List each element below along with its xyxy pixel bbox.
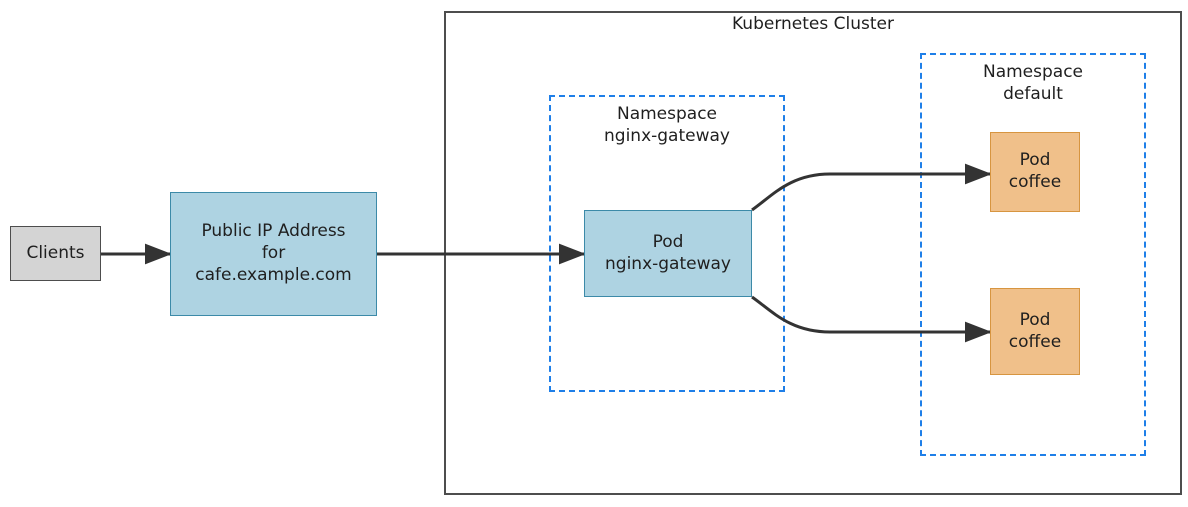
edge-gateway-pod-to-coffee-pod-1 (751, 163, 992, 212)
node-pod-coffee-1: Pod coffee (990, 132, 1080, 212)
node-clients: Clients (10, 226, 101, 281)
namespace-nginx-gateway-label: Namespace nginx-gateway (604, 104, 730, 146)
namespace-default-label: Namespace default (982, 62, 1084, 104)
node-pod-coffee-2: Pod coffee (990, 288, 1080, 375)
namespace-nginx-gateway-boundary (549, 95, 785, 392)
namespace-default-boundary (920, 53, 1146, 456)
edge-gateway-pod-to-coffee-pod-2 (751, 295, 992, 343)
node-public-ip-address: Public IP Address for cafe.example.com (170, 192, 377, 316)
node-pod-nginx-gateway: Pod nginx-gateway (584, 210, 752, 297)
kubernetes-cluster-title: Kubernetes Cluster (732, 14, 894, 34)
